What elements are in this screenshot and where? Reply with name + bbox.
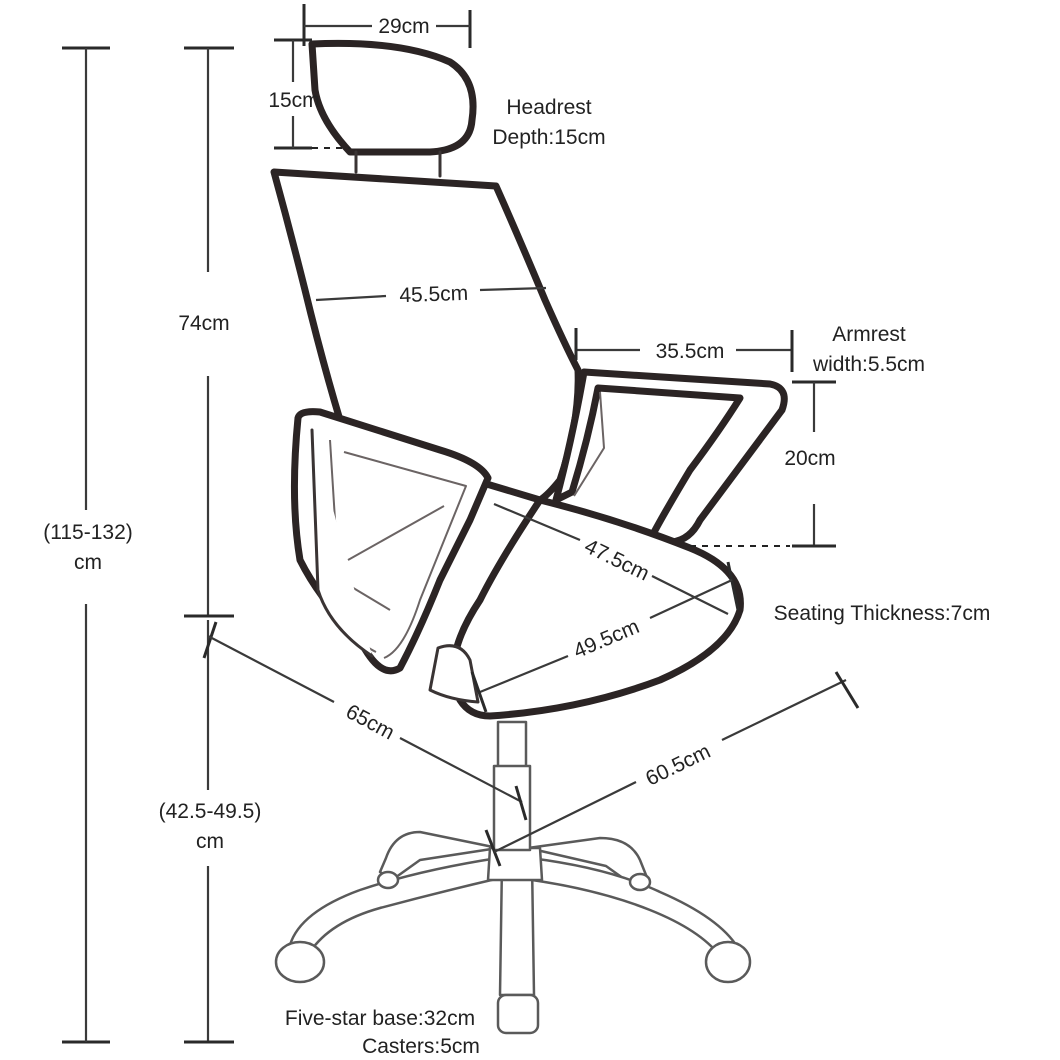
arm-height-label: 20cm: [784, 447, 835, 470]
caster-right: [704, 940, 752, 984]
base-size-label: Five-star base:32cm: [285, 1007, 475, 1030]
dimension-lines: [62, 4, 860, 1044]
seat: [428, 496, 744, 720]
back-height-label: 74cm: [178, 312, 229, 335]
chair-illustration: [270, 39, 788, 1035]
back-width-label: 45.5cm: [399, 282, 469, 307]
headrest-depth-label: Depth:15cm: [492, 126, 605, 149]
headrest: [308, 39, 477, 178]
seat-thickness-label: Seating Thickness:7cm: [774, 602, 991, 625]
headrest-title-label: Headrest: [506, 96, 591, 119]
casters-label: Casters:5cm: [362, 1035, 480, 1058]
seat-height-label-2: cm: [196, 830, 224, 853]
overall-width-label: 60.5cm: [642, 740, 714, 791]
seat-height-label-1: (42.5-49.5): [159, 800, 262, 823]
armrest-width-label: width:5.5cm: [812, 353, 925, 376]
five-star-base: [274, 830, 752, 1035]
total-height-label-2: cm: [74, 551, 102, 574]
headrest-height-label: 15cm: [268, 89, 319, 112]
gas-lift: [492, 720, 532, 852]
caster-front: [496, 993, 540, 1035]
armrest-title-label: Armrest: [832, 323, 906, 346]
armrest-left: [290, 408, 492, 675]
headrest-width-label: 29cm: [378, 15, 429, 38]
caster-left: [274, 940, 326, 984]
arm-spacing-label: 35.5cm: [656, 340, 725, 363]
armrest-right: [552, 368, 788, 546]
overall-depth-label: 65cm: [342, 700, 398, 744]
total-height-label-1: (115-132): [43, 521, 133, 544]
